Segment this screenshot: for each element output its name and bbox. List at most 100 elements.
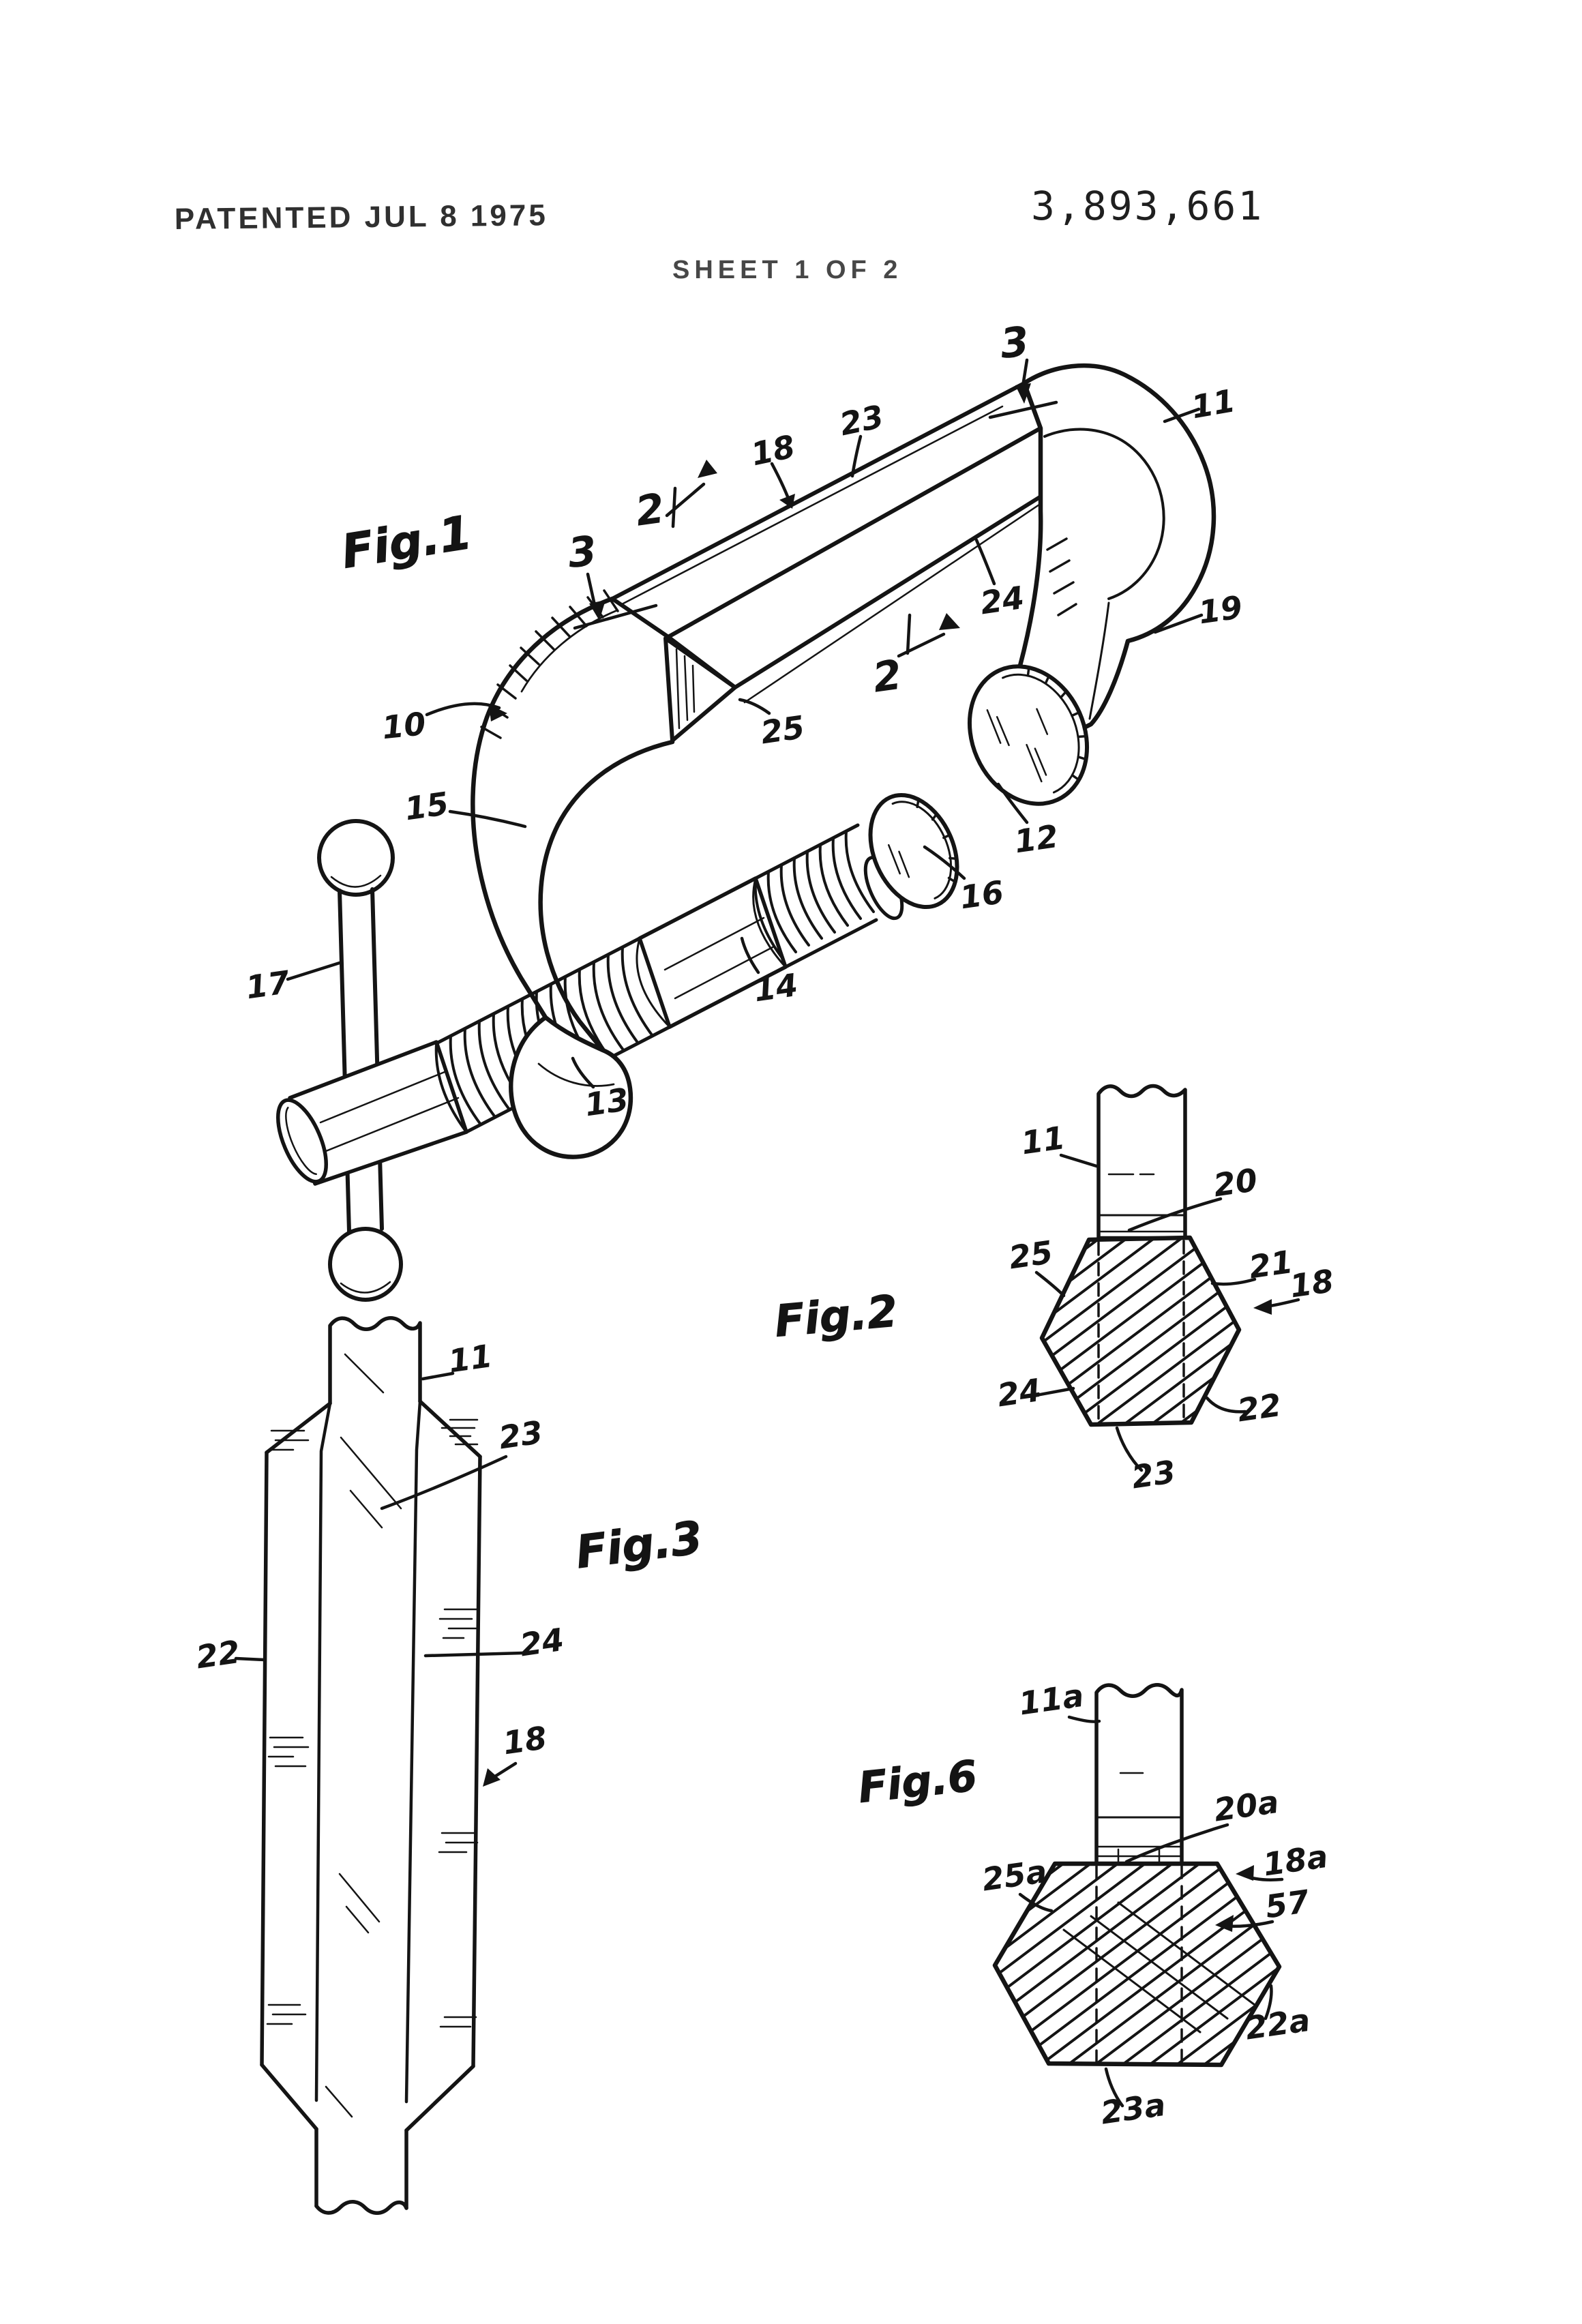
sleeve-end-arcs [636,877,787,1028]
fig6-hidden-bore-lines [1095,1864,1183,2065]
arrowhead-2-top [698,460,717,478]
bar-front-shading-line [743,494,1055,704]
fig6-ref-20a: 20a [1212,1783,1281,1829]
frame-lug-detail [537,1062,615,1087]
fig3-leader-22 [234,1656,267,1662]
bar-top-shading-line [621,405,1004,606]
arrowhead-3-top [1015,383,1031,404]
thread-zoneC-threads [753,830,875,960]
fig3-ref-18: 18 [501,1719,549,1761]
leader-13 [571,1056,595,1089]
fig1-swivel-disc [868,792,959,910]
fig2-leader-22 [1205,1396,1247,1414]
patented-date-stamp: PATENTED JUL 8 1975 [175,198,548,236]
fig1-ref-17: 17 [243,964,292,1006]
swivel-knurl-ticks [916,798,958,883]
anvil-face-marks [986,708,1049,783]
leader-17 [286,961,342,981]
fig1-ref-23: 23 [837,398,887,443]
fig6-cross-hatch-57 [1062,1901,1256,2034]
fig2-leader-23 [1115,1426,1144,1472]
fig2-shank-outline [1096,1084,1187,1242]
fig6-arrowhead-18a [1236,1865,1254,1881]
fig3-shoulders [265,1399,482,1459]
leader-12 [996,782,1029,824]
fig6-leader-25a [1018,1892,1054,1913]
fig2-leader-25 [1034,1270,1066,1298]
fig1-labels: 3 11 23 18 2 3 19 24 2 25 10 12 16 15 14… [243,318,1244,1123]
fig6-hex-outline [992,1861,1282,2068]
fig3-ref-22: 22 [194,1633,242,1675]
sectionline-3-left [573,604,658,630]
fig6-ref-23a: 23a [1099,2086,1168,2132]
anvil-knurl-ticks [1026,666,1088,781]
figure-3: 11 23 22 24 18 Fig.3 [194,1316,706,2215]
leader-10 [425,702,501,717]
handle-ball-top [317,819,395,897]
fig2-leaders [1034,1153,1300,1472]
fig3-bottom-shank [314,2127,408,2210]
fig2-ref-20: 20 [1211,1161,1259,1204]
fig6-ref-57: 57 [1263,1883,1311,1925]
fig2-ref-18: 18 [1287,1262,1336,1305]
fig1-frame-left-arm [471,589,675,1159]
fig6-labels: 11a 20a 25a 18a 57 22a 23a [980,1677,1330,2132]
fig6-leader-11a [1067,1715,1101,1723]
fig2-labels: 11 20 25 21 18 24 22 23 [995,1119,1336,1495]
fig3-labels: 11 23 22 24 18 [194,1337,566,1761]
bar-end-bevel [663,636,737,743]
handle-pin [338,887,384,1234]
fig2-arrowhead-18 [1253,1299,1272,1315]
fig1-ref-19: 19 [1196,589,1244,631]
fig2-ref-21: 21 [1247,1243,1295,1285]
fig2-hex-anvil [1039,1235,1242,1427]
frame-arm-ticks [1046,537,1077,616]
fig1-bar [610,381,1071,743]
fig1-ref-18: 18 [748,428,799,473]
fig1-ref-10: 10 [380,705,428,746]
fig1-title: Fig.1 [338,506,476,580]
fig2-ref-22: 22 [1235,1386,1283,1429]
fig3-arrowhead-18 [483,1768,501,1787]
patent-number: 3,893,661 [1031,183,1264,229]
fig3-leaders [234,1371,524,1787]
fig1-ref-3-top: 3 [998,318,1031,368]
fig1-ref-15: 15 [402,785,451,827]
sleeve-shading [663,917,775,1000]
handle-ball-top-detail [330,874,382,888]
sectionline-3-top [988,400,1058,419]
frame-hatch-band-line [520,609,618,693]
screw-butt-cap [275,1098,329,1184]
bevel-shading [675,648,696,730]
fig3-taper-edges [260,2063,475,2132]
fig6-hex-anvil [992,1861,1282,2068]
fig6-shank [1094,1683,1184,1866]
fig6-leaders [1018,1715,1284,2108]
figure-6: 11a 20a 25a 18a 57 22a 23a Fig.6 [856,1677,1330,2132]
leader-2-bottom [897,613,946,658]
fig3-title: Fig.3 [573,1511,705,1579]
frame-left-inner-edge [538,739,675,1053]
fig1-ref-16: 16 [957,874,1006,916]
fig2-leader-21 [1210,1277,1257,1286]
fig2-ref-11: 11 [1019,1119,1067,1161]
fig3-top-shank [328,1316,422,1405]
frame-left-outer-edge [471,596,615,1020]
fig3-bevel-edges [314,1399,422,2104]
leader-23 [850,434,863,478]
fig6-leader-23a [1104,2067,1124,2108]
leader-11 [1163,407,1201,423]
fig1-ref-11: 11 [1189,382,1238,426]
fig6-shank-outline [1094,1683,1184,1866]
sheet-header: PATENTED JUL 8 1975 3,893,661 SHEET 1 OF… [175,183,1264,284]
arrowhead-10 [489,704,507,721]
fig1-frame-hook [1017,363,1217,731]
figure-1: 3 11 23 18 2 3 19 24 2 25 10 12 16 15 14… [243,318,1244,1302]
leader-25 [738,698,771,715]
leader-19 [1153,613,1204,634]
fig6-ref-22a: 22a [1243,2001,1313,2047]
sheet-number-stamp: SHEET 1 OF 2 [672,256,902,284]
fig1-ref-3-left: 3 [565,527,599,578]
screw-butt-shading [318,1071,460,1155]
fig3-leader-24 [423,1651,524,1658]
